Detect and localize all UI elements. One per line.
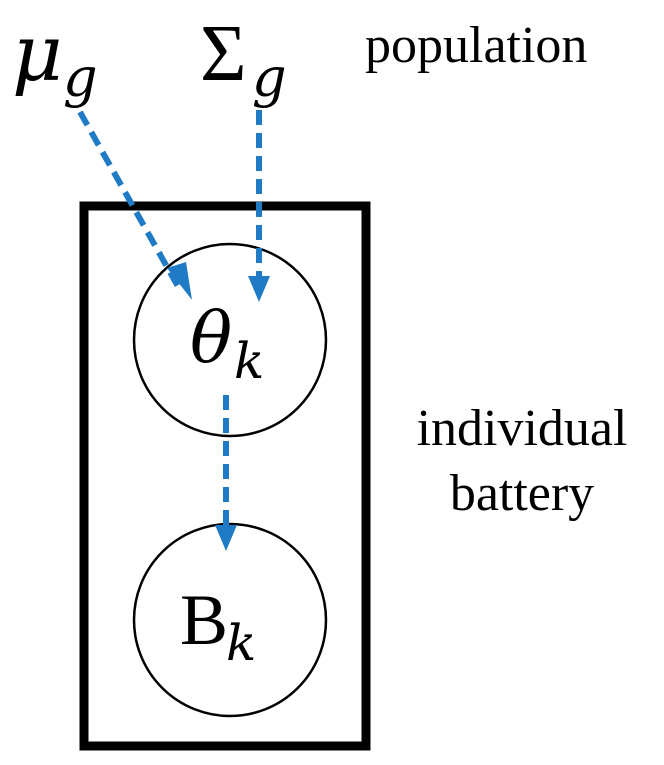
theta-symbol: θ — [190, 297, 232, 379]
plate-rectangle — [79, 201, 371, 751]
battery-symbol: B — [180, 580, 228, 660]
mu-symbol: μ — [12, 9, 63, 99]
sigma-symbol: Σ — [200, 10, 247, 98]
plate-label-line2: battery — [450, 465, 594, 522]
plate-label-line1: individual — [417, 400, 628, 457]
arrowhead-mu-to-theta — [167, 262, 192, 300]
arrowhead-sigma-to-theta — [248, 276, 270, 302]
theta-node — [132, 242, 328, 438]
mu-subscript: g — [63, 46, 98, 109]
battery-subscript: k — [226, 614, 256, 672]
population-label: population — [365, 17, 587, 74]
battery-node — [132, 522, 328, 718]
arrowhead-theta-to-battery — [215, 525, 237, 551]
edge-mu-to-theta — [77, 110, 183, 292]
sigma-subscript: g — [252, 46, 287, 109]
theta-subscript: k — [234, 332, 264, 390]
